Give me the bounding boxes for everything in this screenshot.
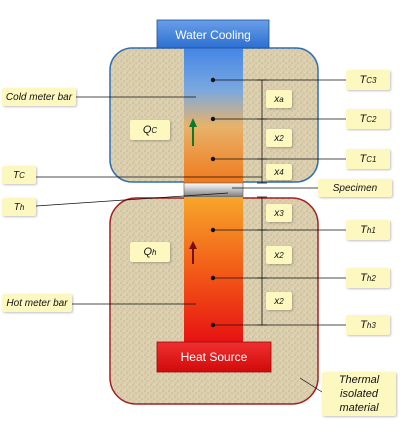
th-label-main: T	[13, 201, 20, 213]
tc-label-main: T	[13, 169, 20, 181]
heat-source-label: Heat Source	[180, 350, 248, 364]
qh-label-main: Q	[143, 246, 153, 258]
th3-label-sub: h3	[366, 320, 376, 330]
water-cooling-block	[156, 19, 270, 49]
heat-flow-arrow-cold	[189, 118, 197, 146]
th1-label-sub: h1	[366, 225, 376, 235]
hot-meter-bar	[184, 197, 243, 347]
qc-label-main: Q	[142, 124, 152, 136]
tc1-label-main: T	[359, 153, 367, 165]
th2-label-sub: h2	[366, 273, 376, 283]
cold-meter-bar	[184, 40, 243, 183]
tc3-label-main: T	[359, 74, 367, 86]
th1-label-main: T	[360, 224, 367, 236]
qh-label-sub: h	[152, 247, 157, 257]
tc3-label-sub: C3	[366, 75, 377, 85]
th3-label-main: T	[360, 319, 367, 331]
tc-label-sub: C	[19, 170, 25, 180]
specimen-block	[183, 182, 244, 198]
heat-flow-arrow-hot	[189, 241, 197, 264]
th-label-sub: h	[19, 202, 25, 212]
th2-label-main: T	[360, 272, 367, 284]
thermal-isolated-label: Thermal isolated material	[322, 372, 396, 416]
leader-thermal	[299, 377, 323, 393]
specimen-label: Specimen	[318, 179, 392, 197]
tc1-label-sub: C1	[366, 154, 377, 164]
tc2-label-sub: C2	[366, 114, 377, 124]
qc-label-sub: C	[151, 125, 158, 135]
leader-th	[35, 192, 229, 207]
water-cooling-label: Water Cooling	[175, 28, 251, 42]
heat-source-block	[156, 341, 272, 373]
cold-meter-bar-label: Cold meter bar	[2, 88, 76, 106]
hot-meter-bar-label: Hot meter bar	[2, 294, 72, 312]
tc2-label-main: T	[359, 113, 367, 125]
